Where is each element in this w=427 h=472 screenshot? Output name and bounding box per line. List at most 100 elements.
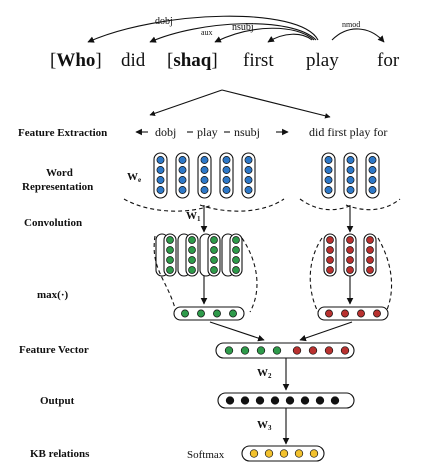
embedding-neuron [156, 186, 165, 194]
embedding-neuron [324, 186, 333, 194]
embedding-neuron [368, 176, 377, 184]
embedding-column [321, 152, 336, 199]
embedding-neuron [178, 186, 187, 194]
word-for: for [377, 50, 400, 71]
embedding-neuron [244, 176, 253, 184]
embedding-neuron [200, 166, 209, 174]
pooled-neuron [229, 309, 237, 318]
label-feature-extraction: Feature Extraction [18, 127, 107, 139]
arc-aux [149, 23, 317, 43]
convolution-columns-left [155, 233, 243, 277]
output-neuron [330, 396, 340, 405]
split-arrow-left [149, 89, 223, 116]
embedding-column [197, 152, 212, 199]
embedding-column [153, 152, 168, 199]
weight-we: We [127, 171, 141, 184]
feature-neuron [240, 346, 250, 355]
conv-column [363, 233, 377, 277]
embedding-neuron [346, 176, 355, 184]
pooled-neuron [357, 309, 365, 318]
conv-neuron [166, 236, 174, 244]
embedding-neuron [244, 186, 253, 194]
conv-neuron [346, 236, 354, 244]
conv-neuron [326, 246, 334, 254]
embedding-neuron [368, 166, 377, 174]
feature-neuron [340, 346, 350, 355]
feature-neuron [272, 346, 282, 355]
output-neuron [225, 396, 235, 405]
conv-column [207, 233, 221, 277]
arc-dobj [87, 15, 319, 43]
embedding-column [175, 152, 190, 199]
arc-advmod [267, 33, 313, 43]
embedding-neuron [222, 166, 231, 174]
pooled-neuron [341, 309, 349, 318]
embedding-neuron [156, 176, 165, 184]
conv-neuron [210, 246, 218, 254]
conv-neuron [232, 236, 240, 244]
word-did: did [121, 50, 146, 71]
embedding-neuron [368, 156, 377, 164]
path-token-3: nsubj [234, 125, 260, 139]
receptive-field-right-b [345, 198, 401, 211]
output-neuron [270, 396, 280, 405]
conv-neuron [346, 266, 354, 274]
output-neuron [300, 396, 310, 405]
pool-curve-right-b [377, 237, 393, 313]
pooled-vector-left [173, 306, 245, 321]
embedding-neuron [368, 186, 377, 194]
embedding-neuron [178, 156, 187, 164]
conv-neuron [232, 266, 240, 274]
label-word-line2: Representation [22, 181, 93, 193]
conv-neuron [346, 246, 354, 254]
feature-neuron [224, 346, 234, 355]
softmax-label: Softmax [187, 449, 225, 461]
embedding-neuron [324, 176, 333, 184]
arc-label-aux: aux [201, 28, 213, 37]
conv-neuron [366, 256, 374, 264]
pooled-neuron [325, 309, 333, 318]
feature-neuron [324, 346, 334, 355]
sentential-context: did first play for [309, 125, 387, 139]
convolution-columns-right [323, 233, 377, 277]
conv-neuron [166, 266, 174, 274]
pool-curve-right-a [309, 237, 323, 313]
conv-neuron [166, 246, 174, 254]
embedding-neuron [244, 156, 253, 164]
pool-curve-left-b [241, 237, 258, 313]
conv-neuron [188, 236, 196, 244]
output-neuron [255, 396, 265, 405]
arc-label-nsubj: nsubj [232, 22, 254, 33]
label-word-line1: Word [46, 167, 73, 179]
conv-neuron [188, 256, 196, 264]
embedding-neuron [178, 166, 187, 174]
softmax-neuron [249, 449, 259, 458]
conv-column [229, 233, 243, 277]
pooled-vector-right [317, 306, 389, 321]
conv-neuron [232, 246, 240, 254]
embedding-neuron [346, 156, 355, 164]
pooled-neuron [181, 309, 189, 318]
conv-neuron [366, 246, 374, 254]
conv-neuron [210, 256, 218, 264]
arc-label-nmod: nmod [342, 20, 360, 29]
arrow-merge-right [299, 321, 353, 342]
receptive-field-left-a [123, 198, 213, 212]
feature-vector [215, 342, 355, 359]
embedding-neuron [222, 186, 231, 194]
conv-neuron [366, 236, 374, 244]
embedding-column [365, 152, 380, 199]
arc-nsubj [214, 27, 315, 43]
pooled-neuron [373, 309, 381, 318]
conv-neuron [326, 236, 334, 244]
embedding-columns-left [153, 152, 256, 199]
embedding-column [219, 152, 234, 199]
conv-neuron [232, 256, 240, 264]
weight-w1: W1 [186, 210, 201, 223]
label-output: Output [40, 395, 75, 407]
embedding-neuron [324, 166, 333, 174]
conv-neuron [166, 256, 174, 264]
arc-label-dobj: dobj [155, 16, 173, 27]
path-token-1: dobj [155, 125, 176, 139]
